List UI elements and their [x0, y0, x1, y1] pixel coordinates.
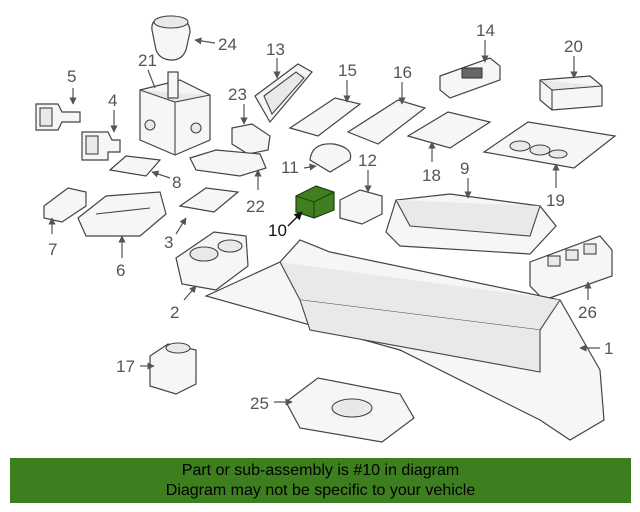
banner-line-2: Diagram may not be specific to your vehi…: [165, 482, 476, 499]
part-17-knob-module: [149, 342, 197, 395]
leader-11: [303, 163, 317, 171]
part-2-cupholder: [175, 231, 249, 291]
part-16-mat: [346, 99, 427, 145]
label-2: 2: [170, 303, 179, 322]
part-13-bezel: [254, 63, 313, 124]
label-11: 11: [281, 158, 299, 177]
leader-10: [287, 211, 303, 227]
label-18: 18: [422, 166, 441, 185]
leader-8: [151, 170, 171, 179]
label-12: 12: [358, 151, 377, 170]
part-4-switch: [81, 131, 121, 161]
part-18-tray: [406, 111, 492, 149]
leader-21: [147, 69, 156, 89]
label-22: 22: [246, 197, 265, 216]
part-5-connector: [35, 103, 81, 131]
label-3: 3: [164, 233, 173, 252]
part-23-bracket: [231, 123, 271, 155]
label-1: 1: [604, 339, 613, 358]
part-3-mat: [178, 187, 240, 213]
label-26: 26: [578, 303, 597, 322]
label-21: 21: [138, 51, 157, 70]
label-20: 20: [564, 37, 583, 56]
label-24: 24: [218, 35, 237, 54]
part-12-bracket: [339, 189, 383, 225]
label-10: 10: [268, 221, 287, 240]
leader-3: [175, 217, 187, 235]
part-15-mat: [288, 97, 362, 137]
label-25: 25: [250, 394, 269, 413]
label-19: 19: [546, 191, 565, 210]
part-9-armrest: [385, 193, 557, 255]
label-8: 8: [172, 173, 181, 192]
part-22-frame: [189, 149, 267, 177]
label-4: 4: [108, 91, 117, 110]
part-21-shifter: [139, 71, 211, 156]
part-24-shift-knob: [151, 15, 191, 61]
part-6-carrier: [77, 191, 167, 237]
label-17: 17: [116, 357, 135, 376]
label-14: 14: [476, 21, 495, 40]
info-banner: Part or sub-assembly is #10 in diagram D…: [10, 458, 631, 503]
label-6: 6: [116, 261, 125, 280]
parts-diagram: 24 21 5 4 23 13 15 16: [35, 15, 617, 443]
leader-2: [183, 285, 197, 301]
label-15: 15: [338, 61, 357, 80]
part-7-trim: [43, 187, 87, 223]
part-1-console: [204, 239, 605, 441]
label-23: 23: [228, 85, 247, 104]
part-19-plate: [482, 121, 617, 169]
label-16: 16: [393, 63, 412, 82]
label-9: 9: [460, 159, 469, 178]
part-8-pad: [108, 155, 162, 177]
part-20-module: [539, 75, 603, 111]
label-7: 7: [48, 240, 57, 259]
part-11-cover: [309, 143, 352, 173]
label-13: 13: [266, 40, 285, 59]
label-5: 5: [67, 67, 76, 86]
part-26-switch-bank: [529, 235, 613, 301]
banner-line-1: Part or sub-assembly is #10 in diagram: [181, 462, 460, 479]
leader-24: [194, 37, 216, 45]
part-14-switch-panel: [439, 57, 501, 99]
part-25-charging-pad: [285, 377, 415, 443]
